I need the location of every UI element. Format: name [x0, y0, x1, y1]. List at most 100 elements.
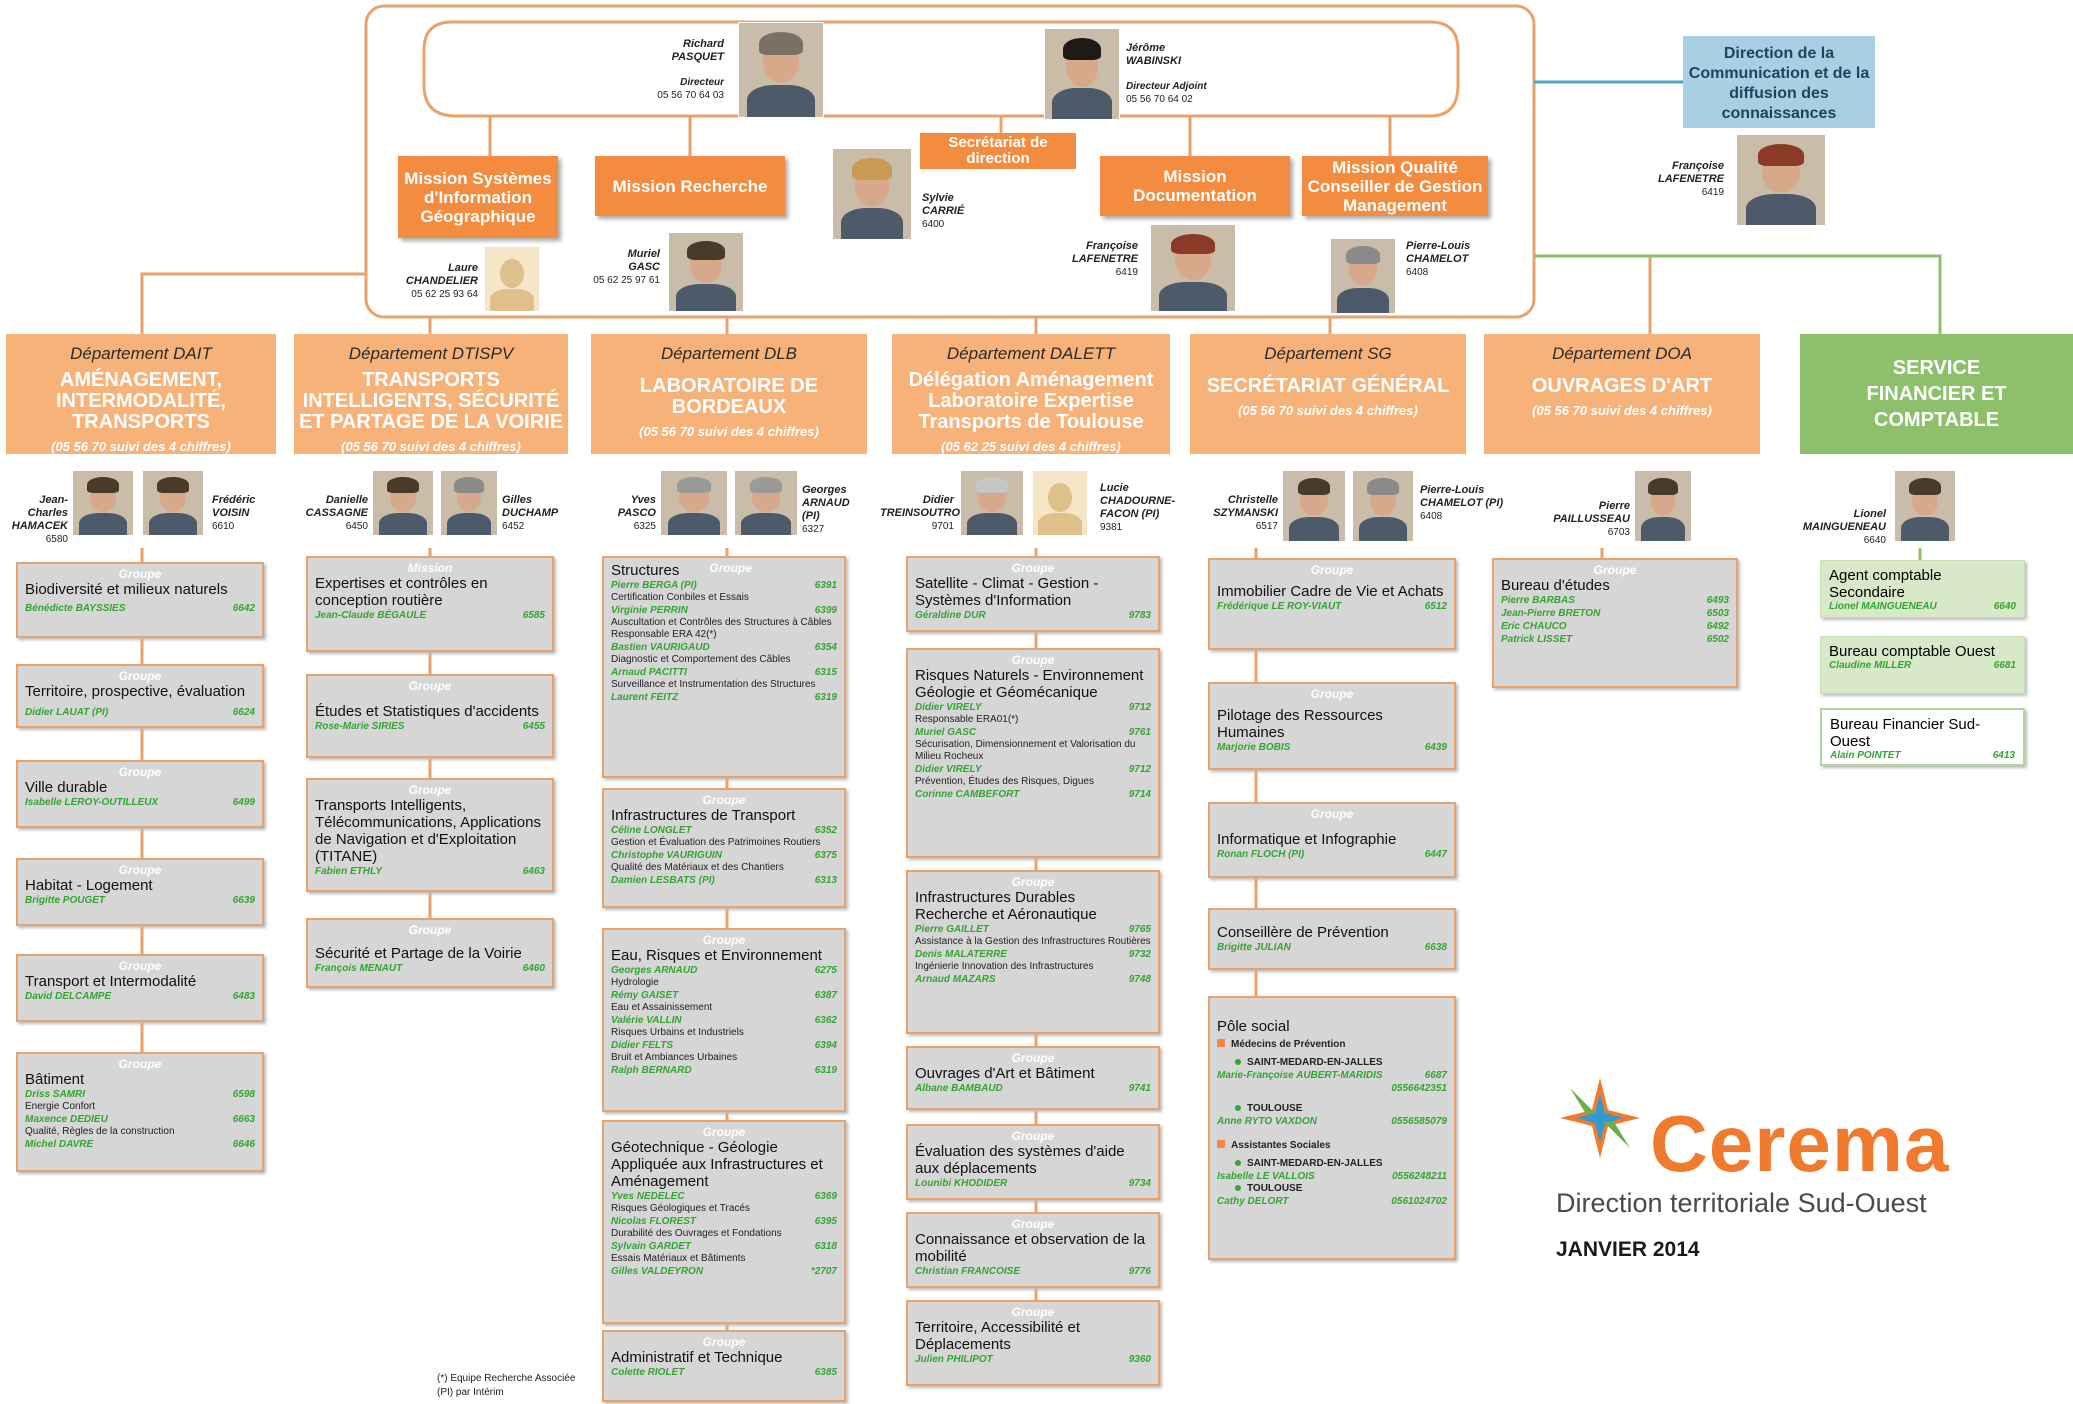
group-person-phone: 6413 — [1992, 750, 2015, 761]
person-first-name: Frédéric — [212, 494, 256, 506]
person-phone: 6452 — [502, 521, 525, 532]
group-person-name: Brigitte POUGET — [25, 895, 106, 906]
mission-sig[interactable]: Mission Systèmes d'Information Géographi… — [398, 156, 558, 238]
group-person-phone: 6493 — [1706, 595, 1729, 606]
group-person-phone: 6502 — [1706, 634, 1729, 645]
group-tag: Groupe — [118, 669, 162, 683]
person-last-name: LAFENETRE — [1658, 173, 1724, 185]
group-person-phone: 6319 — [814, 1065, 837, 1076]
group-person-phone: 6463 — [522, 866, 545, 877]
group-person-phone: 6385 — [814, 1367, 837, 1378]
bullet-dot-icon — [1235, 1105, 1241, 1111]
person-phone: 6327 — [802, 524, 825, 535]
francoise-doc-photo — [1150, 224, 1236, 312]
group-title: Satellite - Climat - Gestion - Systèmes … — [915, 575, 1099, 609]
mission-recherche[interactable]: Mission Recherche — [595, 156, 785, 216]
group-title: Infrastructures Durables Recherche et Aé… — [915, 889, 1097, 923]
head-dlb-1-photo — [660, 470, 728, 536]
mission-qualite[interactable]: Mission Qualité Conseiller de Gestion Ma… — [1302, 156, 1488, 216]
group-sub-title: Certification Conbiles et Essais — [611, 592, 749, 603]
group-title: Bureau comptable Ouest — [1829, 643, 1995, 660]
group-person-name: Virginie PERRIN — [611, 605, 688, 616]
person-phone: 6450 — [345, 521, 368, 532]
person-last-name: MAINGUENEAU — [1802, 521, 1886, 533]
group-person-name: Lounibi KHODIDER — [915, 1178, 1008, 1189]
person-last-name: ARNAUD (PI) — [802, 497, 850, 522]
direction-communication[interactable]: Direction de la Communication et de la d… — [1683, 36, 1875, 128]
group-person-phone: 6369 — [814, 1191, 837, 1202]
group-tag: Groupe — [1011, 1129, 1055, 1143]
group-tag: Groupe — [1310, 807, 1354, 821]
secretariat-direction[interactable]: Secrétariat de direction — [920, 133, 1076, 169]
group-person-phone: 9360 — [1128, 1354, 1151, 1365]
bullet-dot-icon — [1235, 1185, 1241, 1191]
group-title: Sécurité et Partage de la Voirie — [315, 945, 522, 962]
group-person-name: Anne RYTO VAXDON — [1217, 1116, 1318, 1127]
dept-name: SECRÉTARIAT GÉNÉRAL — [1206, 375, 1450, 397]
head-doa-1-photo — [1634, 470, 1692, 542]
group-person-phone: 9761 — [1128, 727, 1151, 738]
person-phone: 6408 — [1420, 511, 1443, 522]
dept-name: OUVRAGES D'ART — [1531, 375, 1713, 397]
group-person-phone: 6315 — [814, 667, 837, 678]
service-financier[interactable]: SERVICE FINANCIER ET COMPTABLE — [1800, 334, 2073, 454]
person-phone: 9701 — [931, 521, 954, 532]
bullet-dot-icon — [1235, 1059, 1241, 1065]
head-dait-1-photo — [72, 470, 134, 536]
group-tag: Groupe — [702, 1335, 746, 1349]
group-person-phone: 9712 — [1128, 702, 1151, 713]
pole-social-box[interactable]: Pôle social Médecins de Prévention SAINT… — [1208, 996, 1456, 1260]
group-person-name: Valérie VALLIN — [611, 1015, 682, 1026]
group-person-name: Pierre BERGA (PI) — [611, 580, 697, 591]
mission-documentation[interactable]: Mission Documentation — [1100, 156, 1290, 216]
person-last-name: TREINSOUTROT — [880, 507, 967, 519]
